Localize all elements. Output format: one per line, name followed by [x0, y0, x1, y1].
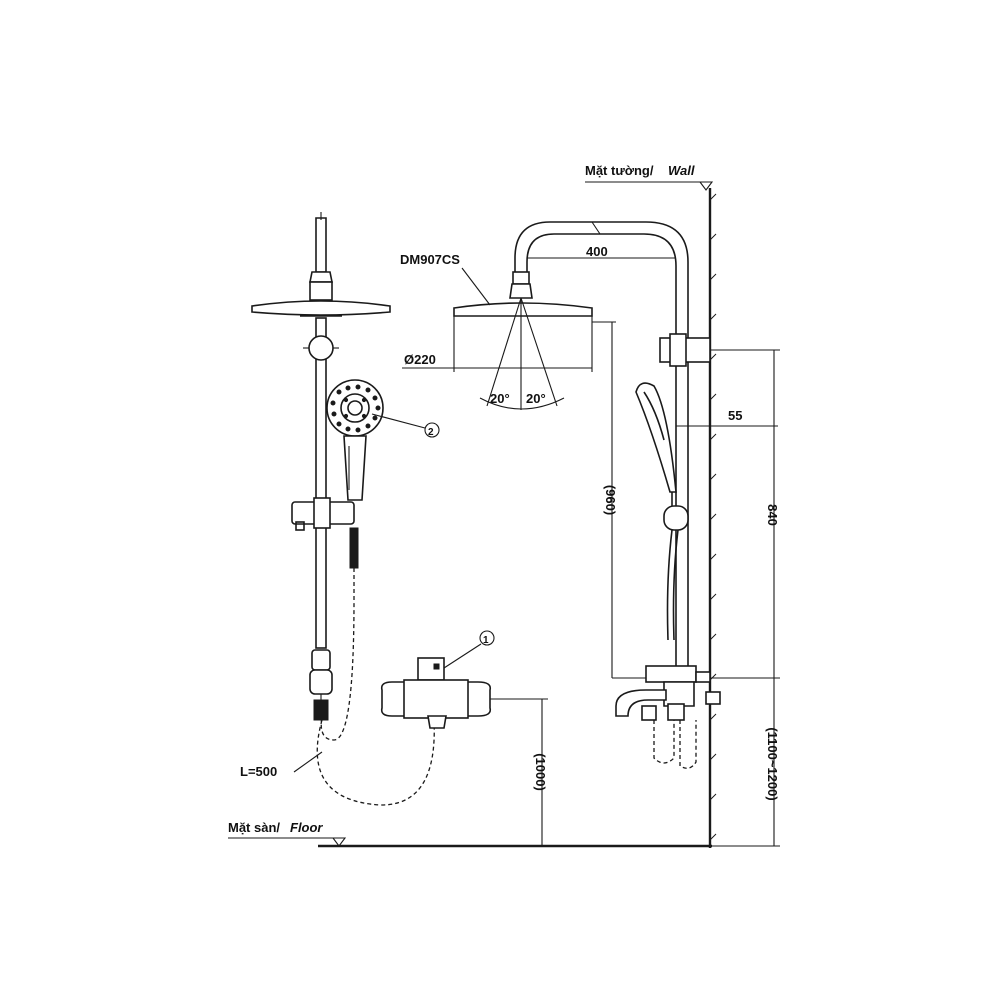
- side-view: 400 20° 20° DM907CS Ø220 55: [400, 221, 780, 847]
- floor-label-vn: Mặt sàn/: [228, 820, 280, 835]
- angle-left-value: 20°: [490, 391, 510, 406]
- mixer-side: [615, 665, 721, 769]
- wall-label-vn: Mặt tường/: [585, 163, 654, 178]
- dim-mixer-height: (1000): [490, 698, 548, 846]
- mixer-front: [380, 657, 492, 729]
- callout-1: 1: [483, 635, 489, 646]
- arm-length-value: 400: [586, 244, 608, 259]
- bracket-offset-value: 55: [728, 408, 742, 423]
- floor-label-en: Floor: [290, 820, 323, 835]
- mixer-height-value: (1000): [533, 753, 548, 791]
- model-label: DM907CS: [400, 252, 460, 267]
- rail-height-value: 840: [765, 504, 780, 526]
- wall: Mặt tường/ Wall: [585, 163, 717, 848]
- head-diameter-value: Ø220: [404, 352, 436, 367]
- front-view: L=500 1 2: [240, 212, 495, 806]
- mixer-range-value: (1100~1200): [765, 727, 780, 800]
- hose-length-label: L=500: [240, 764, 277, 779]
- head-height-value: (960): [603, 485, 618, 515]
- callout-2: 2: [428, 427, 434, 438]
- angle-right-value: 20°: [526, 391, 546, 406]
- wall-label-en: Wall: [668, 163, 695, 178]
- floor-line: Mặt sàn/ Floor: [228, 820, 712, 848]
- hand-shower-head: [326, 379, 384, 501]
